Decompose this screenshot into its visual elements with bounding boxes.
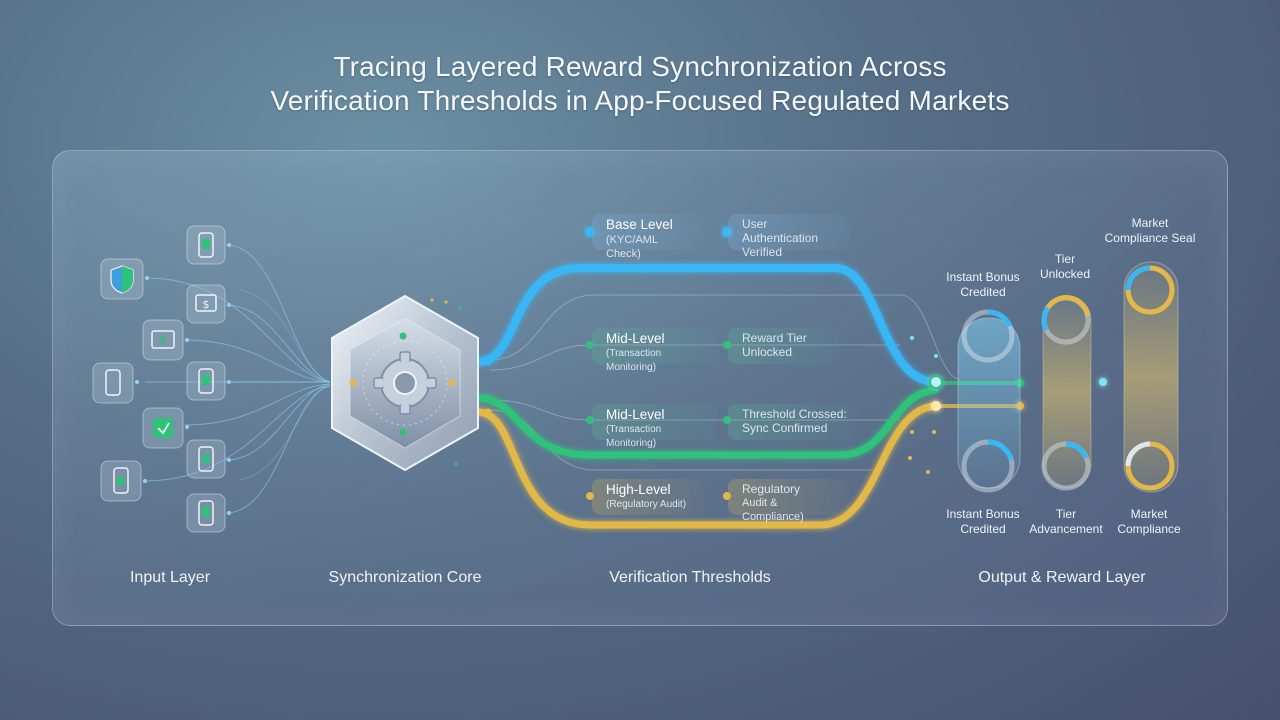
smartphone-icon [92,362,134,404]
threshold-level-label: High-Level [606,482,671,497]
threshold-detail-label: (Regulatory Audit) [606,499,687,510]
merge-node-gold [931,401,941,411]
output-label-line-2: Compliance [1117,522,1181,536]
gear-icon [373,351,437,415]
output-tube-bonus [957,309,1021,493]
threshold-dots [585,227,732,500]
threshold-base-status: User Authentication Verified [728,214,850,259]
threshold-base-level: Base Level (KYC/AML Check) [592,214,704,260]
output-label-line-1: Market [1131,216,1169,230]
layer-label-core: Synchronization Core [328,569,482,586]
smartphone-icon [186,493,226,533]
shield-icon [100,258,144,300]
layer-label-input: Input Layer [129,569,211,586]
output-dot-blue [1099,378,1107,386]
threshold-high-level: High-Level (Regulatory Audit) [592,479,704,515]
wallet-icon: $ [142,319,184,361]
threshold-detail-label: (Transaction Monitoring) [606,424,662,449]
output-label-compliance-bottom: Market Compliance [1096,507,1202,537]
smartphone-icon [100,460,142,502]
threshold-detail-label: (KYC/AML Check) [606,234,658,260]
threshold-status-line-2: Sync Confirmed [742,421,828,435]
sparkle-dots [430,298,938,474]
threshold-status-line-2: Unlocked [742,345,793,359]
layer-label-thresholds: Verification Thresholds [609,569,771,586]
gold-flow-path [474,402,939,529]
threshold-status-line-1: Threshold Crossed: [742,407,847,421]
smartphone-icon [186,439,226,479]
threshold-detail-label: (Transaction Monitoring) [606,348,662,373]
output-label-compliance-top: Market Compliance Seal [1090,216,1210,246]
threshold-status-line-1: Reward Tier [742,331,807,345]
output-label-line-2: Compliance Seal [1104,231,1196,245]
output-label-tier-bottom: Tier Advancement [1016,507,1116,537]
output-tube-tier [1041,295,1092,491]
diagram-panel [52,150,1228,626]
output-label-tier-top: Tier Unlocked [1020,252,1110,282]
threshold-status-line-1: Regulatory [742,482,801,496]
layer-label-output: Output & Reward Layer [978,569,1146,586]
output-label-line-1: Tier [1055,507,1077,521]
input-dots [135,243,231,515]
output-label-line-2: Credited [960,285,1006,299]
app-icon [142,407,184,449]
output-label-line-2: Advancement [1029,522,1103,536]
wallet-icon: $ [186,284,226,324]
threshold-level-label: Base Level [606,217,673,232]
title-line-2: Verification Thresholds in App-Focused R… [270,85,1010,116]
threshold-status-line-2: Audit & Compliance) [742,497,804,523]
green-flow-path-lower [474,386,939,459]
output-tube-compliance [1123,261,1179,493]
svg-text:$: $ [203,298,210,311]
threshold-mid-level-2: Mid-Level (Transaction Monitoring) [592,404,718,449]
threshold-level-label: Mid-Level [606,407,665,422]
merge-node-blue [929,375,943,389]
output-label-line-1: Tier [1054,252,1076,266]
output-label-line-2: Unlocked [1039,267,1091,281]
threshold-high-status: Regulatory Audit & Compliance) [728,479,850,523]
output-label-line-1: Instant Bonus [946,270,1020,284]
threshold-level-label: Mid-Level [606,331,665,346]
threshold-status-line-1: User Authentication [742,217,819,245]
blue-flow-path [474,264,939,386]
svg-text:$: $ [159,333,167,347]
output-label-line-1: Market [1130,507,1168,521]
threshold-mid-status-1: Reward Tier Unlocked [728,328,838,364]
title-line-1: Tracing Layered Reward Synchronization A… [333,51,947,82]
output-label-bonus-bottom: Instant Bonus Credited [928,507,1038,537]
synchronization-core [331,294,492,472]
input-fibers [144,244,331,514]
threshold-mid-status-2: Threshold Crossed: Sync Confirmed [728,404,858,440]
output-label-line-1: Instant Bonus [946,507,1020,521]
page-title: Tracing Layered Reward Synchronization A… [0,50,1280,118]
smartphone-icon [186,361,226,401]
input-icons: $ $ [92,225,226,533]
output-label-bonus-top: Instant Bonus Credited [928,270,1038,300]
smartphone-icon [186,225,226,265]
output-label-line-2: Credited [960,522,1006,536]
threshold-mid-level-1: Mid-Level (Transaction Monitoring) [592,328,718,373]
threshold-status-line-2: Verified [742,245,783,259]
